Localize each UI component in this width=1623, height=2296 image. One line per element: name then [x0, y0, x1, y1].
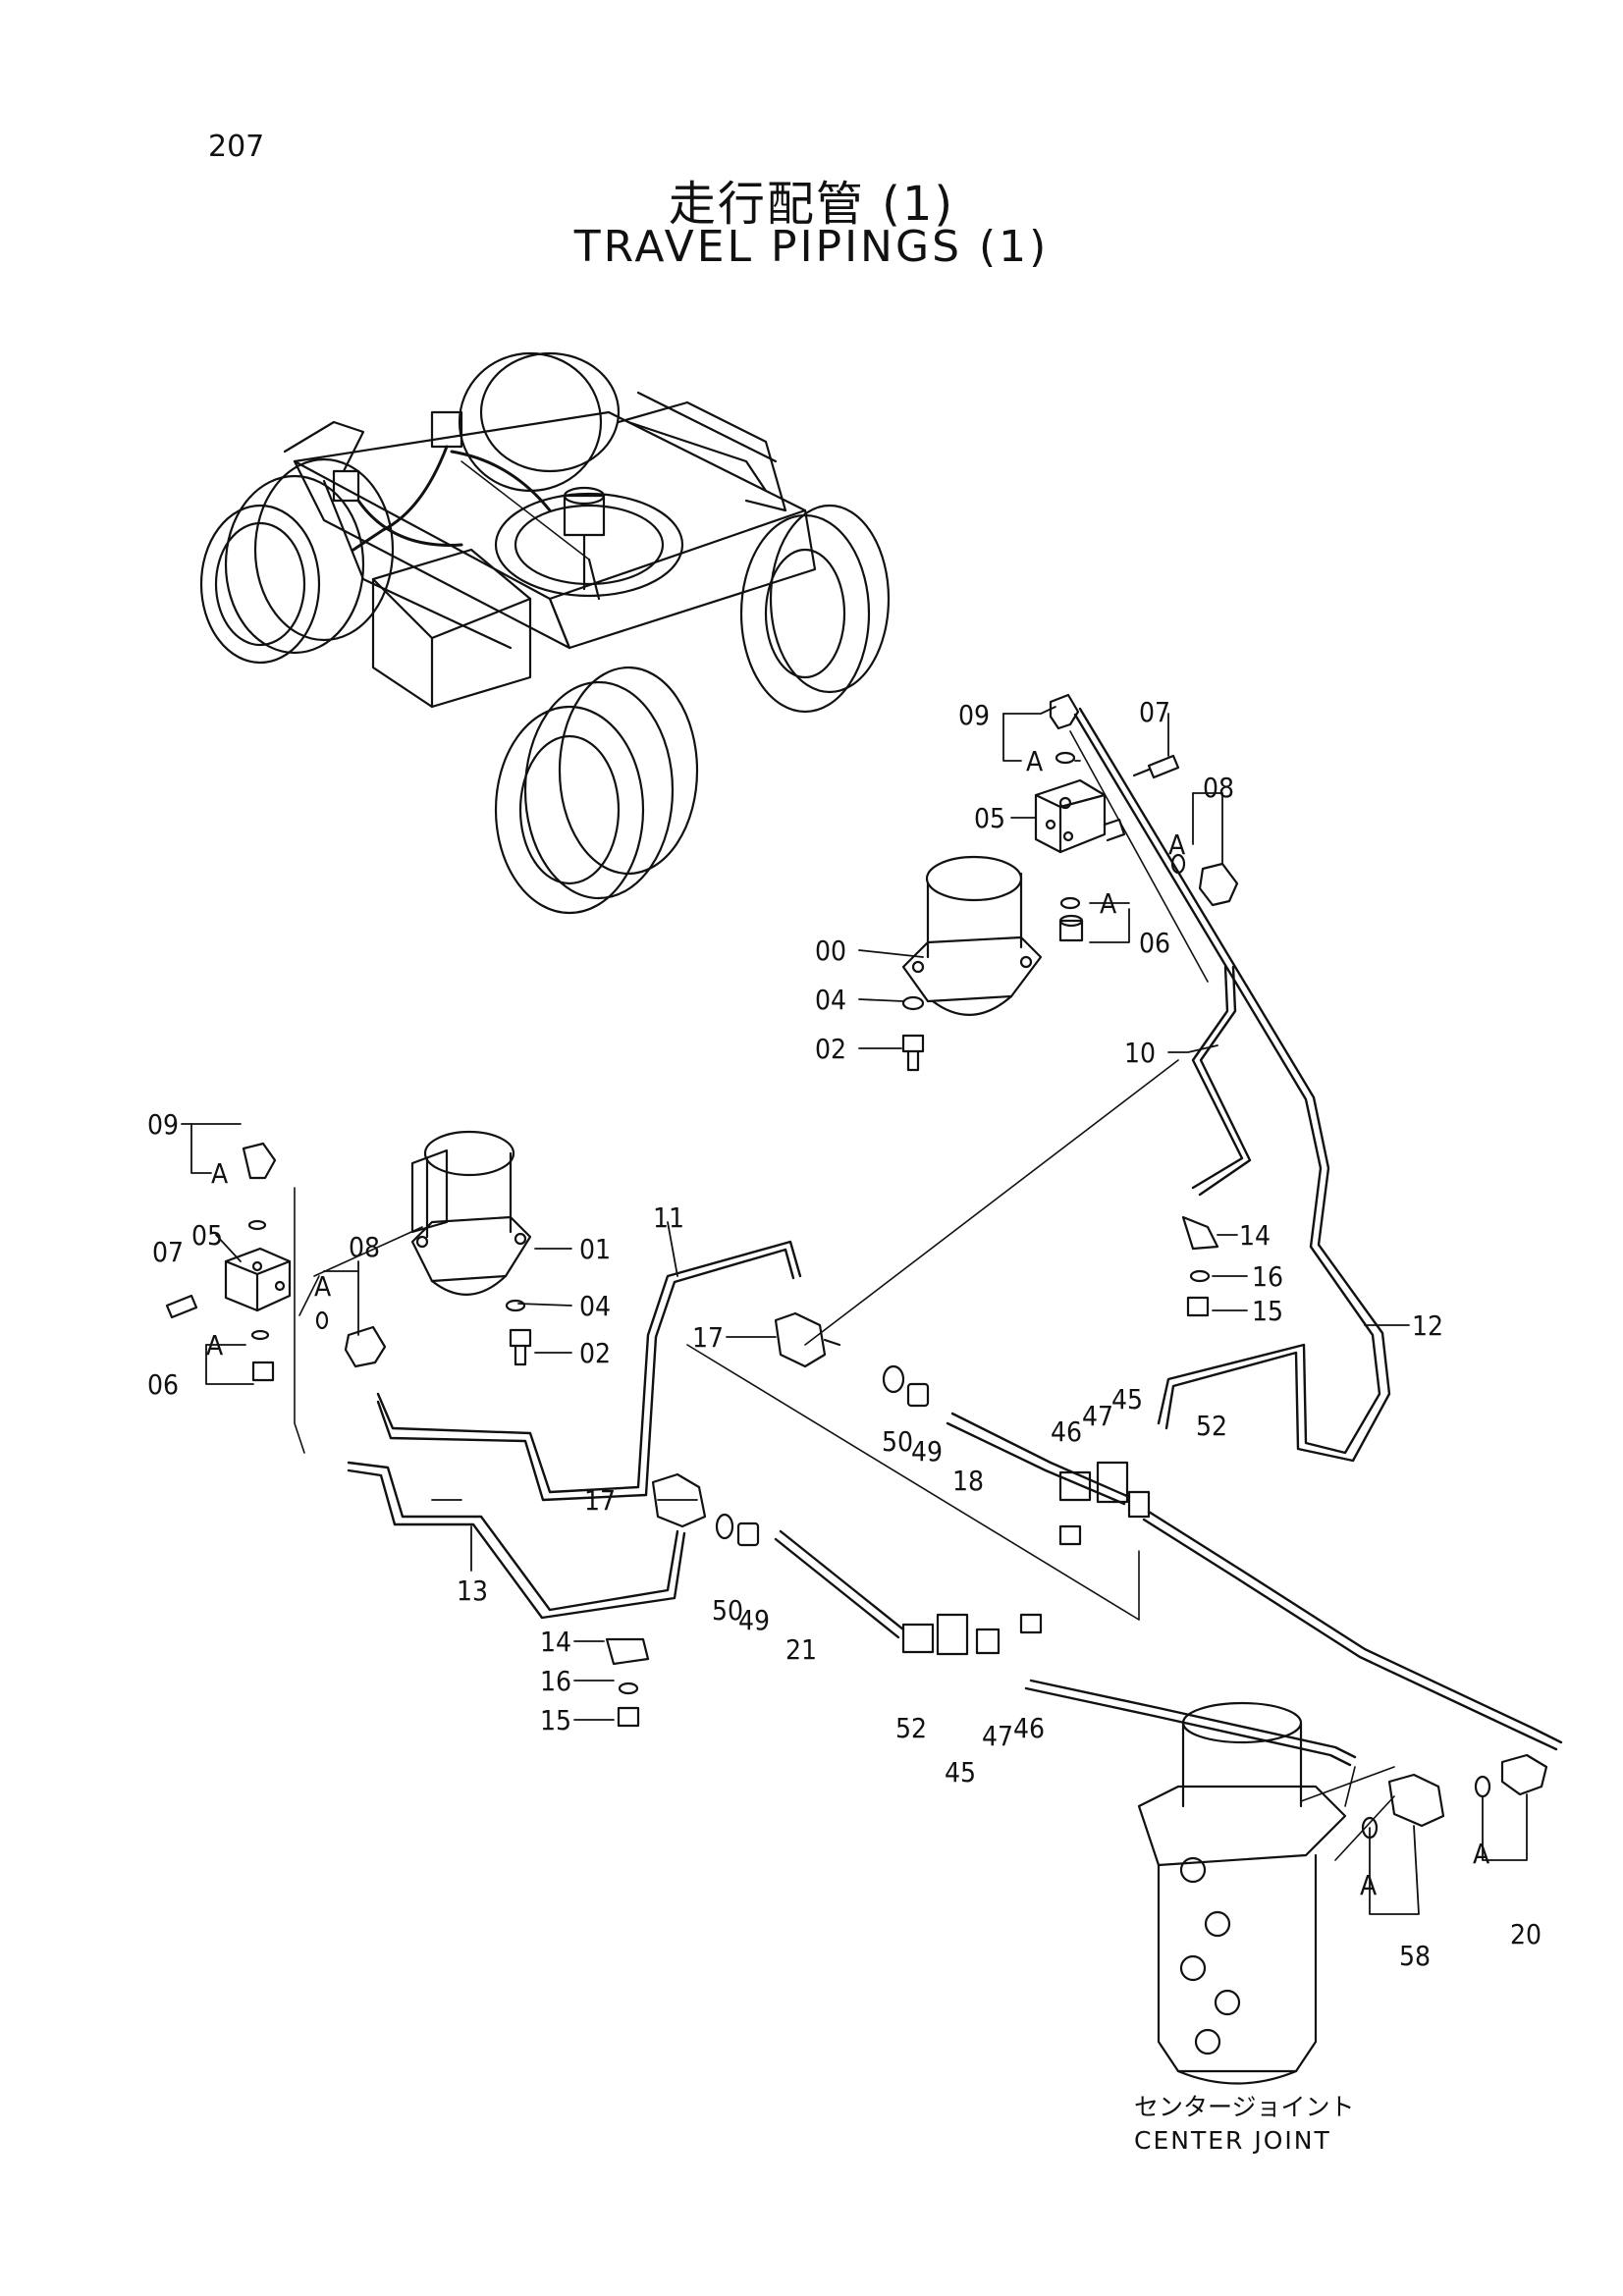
label-04-lower: 04 — [579, 1290, 611, 1322]
label-46-lower: 46 — [1013, 1712, 1045, 1744]
label-09-upper: 09 — [958, 699, 990, 731]
label-11: 11 — [653, 1201, 684, 1234]
page-title-japanese: 走行配管 (1) — [668, 177, 955, 232]
fittings — [605, 1215, 1219, 1728]
label-21: 21 — [785, 1633, 817, 1666]
label-07-lower: 07 — [152, 1236, 184, 1268]
center-joint-caption-en: CENTER JOINT — [1134, 2126, 1331, 2155]
label-16-lower: 16 — [540, 1665, 571, 1697]
label-20: 20 — [1510, 1918, 1542, 1950]
label-a-upper-2: A — [1168, 828, 1186, 861]
label-13: 13 — [457, 1575, 488, 1607]
label-14-upper: 14 — [1239, 1219, 1271, 1252]
leader-lines — [181, 706, 1528, 1915]
label-04-upper: 04 — [815, 984, 846, 1016]
label-a-center-1: A — [1360, 1869, 1378, 1901]
label-10: 10 — [1124, 1037, 1156, 1069]
center-joint — [1137, 1701, 1548, 2085]
label-46-upper: 46 — [1051, 1415, 1082, 1448]
lower-travel-motor — [165, 1130, 532, 1382]
label-49-lower: 49 — [738, 1604, 770, 1636]
label-05-upper: 05 — [974, 802, 1005, 834]
label-a-lower-1: A — [211, 1157, 229, 1190]
label-47-lower: 47 — [982, 1720, 1013, 1752]
label-49-upper: 49 — [911, 1435, 943, 1468]
label-01: 01 — [579, 1233, 611, 1265]
label-17-upper: 17 — [692, 1321, 724, 1354]
label-a-lower-2: A — [314, 1270, 332, 1303]
label-17-lower: 17 — [584, 1484, 616, 1517]
center-joint-caption: センタージョイント CENTER JOINT — [1134, 2091, 1355, 2158]
label-a-center-2: A — [1473, 1838, 1490, 1870]
label-45-upper: 45 — [1111, 1383, 1143, 1415]
label-52-upper: 52 — [1196, 1410, 1227, 1442]
label-a-lower-3: A — [206, 1329, 224, 1362]
page-number: 207 — [208, 130, 265, 164]
page-title-english: TRAVEL PIPINGS (1) — [573, 222, 1050, 272]
label-18: 18 — [952, 1465, 984, 1497]
label-05-lower: 05 — [191, 1219, 223, 1252]
label-08-upper: 08 — [1203, 772, 1234, 804]
pipe-lines — [294, 707, 1563, 1861]
label-15-upper: 15 — [1252, 1295, 1283, 1327]
label-14-lower: 14 — [540, 1626, 571, 1658]
label-50-lower: 50 — [712, 1594, 743, 1627]
label-02-lower: 02 — [579, 1337, 611, 1369]
label-08-lower: 08 — [349, 1231, 380, 1263]
upper-travel-motor — [901, 693, 1239, 1072]
label-a-upper-1: A — [1026, 745, 1044, 777]
label-a-upper-3: A — [1100, 887, 1117, 920]
part-labels: 09 A 07 05 08 A A 06 00 04 02 10 12 14 1… — [147, 696, 1542, 1972]
label-50-upper: 50 — [882, 1425, 913, 1458]
label-45-lower: 45 — [945, 1756, 976, 1789]
label-02-upper: 02 — [815, 1033, 846, 1065]
label-00: 00 — [815, 934, 846, 967]
label-06-upper: 06 — [1139, 927, 1170, 959]
label-06-lower: 06 — [147, 1368, 179, 1401]
label-12: 12 — [1412, 1309, 1443, 1342]
label-16-upper: 16 — [1252, 1260, 1283, 1293]
label-58: 58 — [1399, 1940, 1431, 1972]
label-47-upper: 47 — [1082, 1400, 1113, 1432]
label-52-lower: 52 — [895, 1712, 927, 1744]
label-15-lower: 15 — [540, 1704, 571, 1736]
chassis-illustration — [199, 351, 891, 915]
label-07-upper: 07 — [1139, 696, 1170, 728]
center-joint-caption-jp: センタージョイント — [1134, 2093, 1355, 2121]
label-09-lower: 09 — [147, 1108, 179, 1141]
